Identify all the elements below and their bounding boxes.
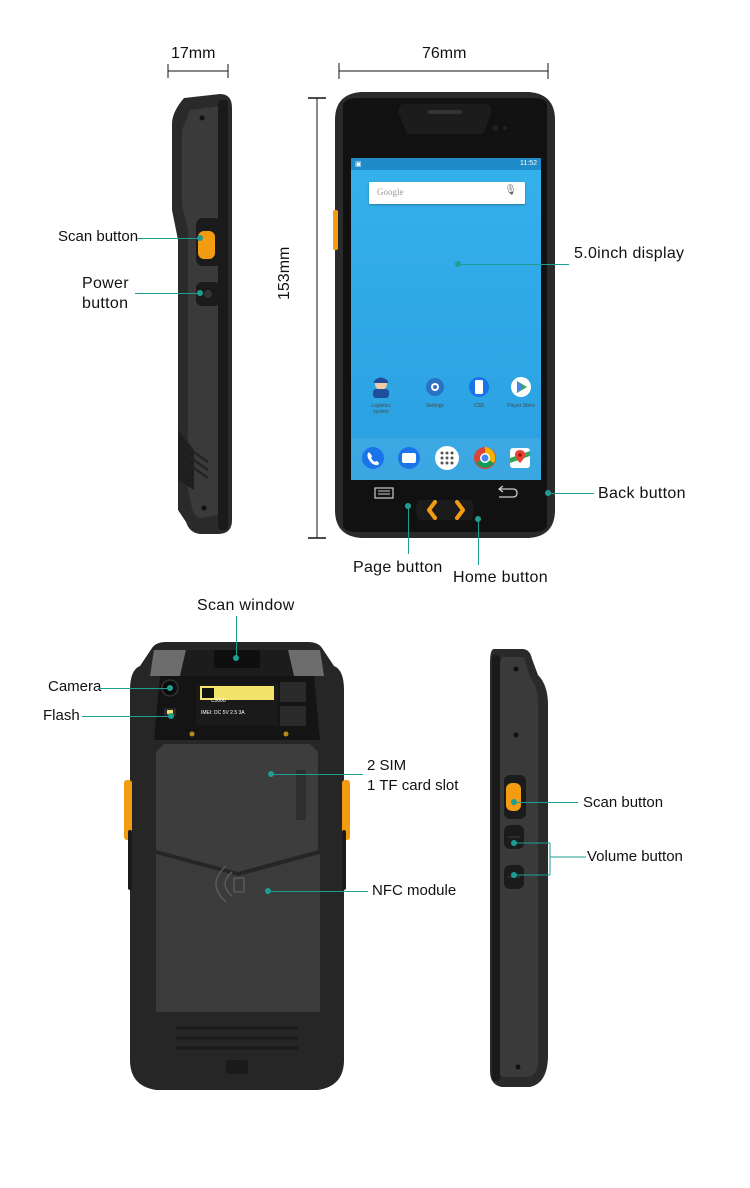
app-label-settings: Settings	[425, 403, 445, 409]
status-time: 11:52	[520, 160, 537, 167]
device-side-view-left	[172, 94, 232, 534]
status-left-icon: ▣	[355, 161, 362, 168]
scan-button-leader-dot	[197, 235, 203, 241]
flash-leader	[82, 716, 171, 717]
back-button-label: Back button	[598, 485, 686, 502]
home-button-leader-dot	[475, 516, 481, 522]
device-screen: ▣ 11:52 Google 🎙 Logistics system Settin…	[351, 158, 541, 480]
chrome-icon[interactable]	[474, 447, 496, 469]
power-button-leader	[135, 293, 200, 294]
volume-button-leader	[511, 840, 586, 878]
width-dimension: 76mm	[422, 45, 467, 62]
app-settings[interactable]: Settings	[421, 376, 449, 409]
app-label-player-store: Player Store	[507, 403, 535, 409]
camera-leader-dot	[167, 685, 173, 691]
volume-button-label: Volume button	[587, 848, 683, 865]
menu-key-icon[interactable]	[374, 487, 394, 499]
app-cs8[interactable]: CS8	[465, 376, 493, 409]
page-button-label: Page button	[353, 559, 443, 576]
device-front-view: ▣ 11:52 Google 🎙 Logistics system Settin…	[333, 90, 558, 540]
sim-label-line1: 2 SIM	[367, 757, 407, 774]
power-button-leader-dot	[197, 290, 203, 296]
scan-window-leader-dot	[233, 655, 239, 661]
battery-cover-lower	[156, 854, 320, 1012]
thickness-dimension: 17mm	[171, 45, 216, 62]
width-dimension-line	[338, 63, 549, 79]
device-side-view-right	[490, 649, 548, 1087]
height-dimension: 153mm	[276, 246, 293, 300]
app-logistics[interactable]: Logistics system	[367, 376, 395, 415]
app-label-logistics: Logistics system	[371, 403, 391, 415]
camera-leader	[98, 688, 170, 689]
scan-window-label: Scan window	[197, 597, 295, 614]
scan-window-leader	[236, 616, 237, 658]
sim-leader	[271, 774, 363, 775]
status-bar: ▣ 11:52	[351, 158, 541, 170]
power-button-label-line1: Power	[82, 275, 129, 292]
maps-icon[interactable]	[510, 448, 530, 468]
sim-label-line2: 1 TF card slot	[367, 777, 459, 794]
page-button-leader-dot	[405, 503, 411, 509]
mic-icon[interactable]: 🎙	[504, 185, 517, 196]
phone-icon[interactable]	[362, 447, 384, 469]
power-button-label-line2: button	[82, 295, 129, 312]
app-label-cs8: CS8	[474, 403, 484, 409]
home-button-chevron[interactable]	[455, 500, 465, 520]
google-search-bar[interactable]: Google 🎙	[369, 182, 525, 204]
display-label: 5.0inch display	[574, 245, 685, 262]
scan-button-label-left: Scan button	[58, 228, 139, 245]
home-button-leader	[478, 519, 479, 565]
nfc-leader	[268, 891, 368, 892]
battery-cover-upper	[156, 744, 318, 872]
nfc-icon	[215, 865, 245, 903]
dock	[351, 438, 541, 480]
app-player-store[interactable]: Player Store	[507, 376, 535, 409]
sticker-line2: IMEI: DC 5V 2.5 3A	[201, 710, 245, 716]
messages-icon[interactable]	[398, 447, 420, 469]
sticker-line1: C5000	[211, 698, 226, 704]
flash-led	[167, 710, 173, 714]
scan-button-right-leader-dot	[511, 799, 517, 805]
page-button-leader	[408, 506, 409, 554]
display-leader	[458, 264, 569, 265]
thickness-dimension-line	[167, 64, 229, 78]
nfc-leader-dot	[265, 888, 271, 894]
camera-label: Camera	[48, 678, 102, 695]
scan-button-leader	[137, 238, 200, 239]
back-key-icon[interactable]	[497, 485, 518, 498]
home-button-label: Home button	[453, 569, 548, 586]
back-button-leader-dot	[545, 490, 551, 496]
back-button-leader	[549, 493, 594, 494]
device-back-view	[124, 642, 350, 1090]
apps-grid-icon[interactable]	[435, 446, 459, 470]
flash-label: Flash	[43, 707, 80, 724]
scan-button-right-leader	[514, 802, 578, 803]
display-leader-dot	[455, 261, 461, 267]
scan-button-label-right: Scan button	[583, 794, 664, 811]
power-button[interactable]	[202, 288, 214, 300]
nfc-label: NFC module	[372, 882, 457, 899]
search-placeholder: Google	[377, 187, 404, 197]
flash-leader-dot	[168, 713, 174, 719]
scan-button-right[interactable]	[506, 783, 521, 811]
sim-leader-dot	[268, 771, 274, 777]
height-dimension-line	[308, 97, 326, 539]
page-button-chevron[interactable]	[427, 500, 437, 520]
